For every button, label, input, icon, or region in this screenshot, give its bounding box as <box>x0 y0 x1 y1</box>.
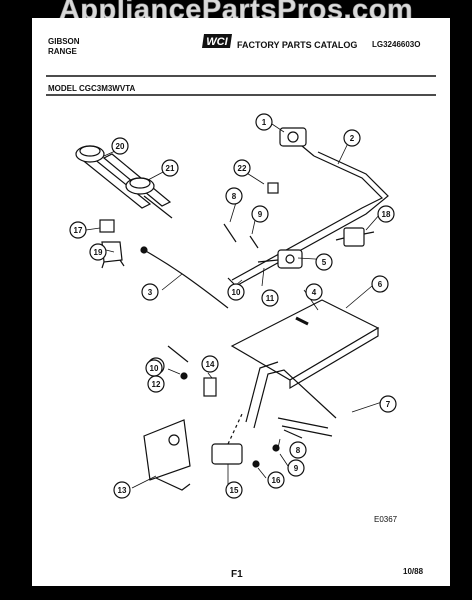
burner-assembly <box>75 145 173 219</box>
callout-circle <box>233 159 251 177</box>
callout-number-22: 22 <box>238 164 247 173</box>
catalog-title: FACTORY PARTS CATALOG <box>237 40 358 50</box>
catalog-number: LG3246603O <box>372 40 421 49</box>
callout-circle <box>287 459 305 477</box>
callout-circle <box>89 243 107 261</box>
callout-number-1: 1 <box>262 118 267 127</box>
svg-text:WCI: WCI <box>206 36 228 48</box>
callout-circle <box>371 275 389 293</box>
part-callouts: 1234567891011121314151617181920212289101… <box>69 113 397 499</box>
callout-circle <box>225 481 243 499</box>
drawing-code: E0367 <box>374 515 398 524</box>
callout-number-3: 3 <box>148 288 153 297</box>
product-type: RANGE <box>48 47 77 56</box>
callout-number-2: 2 <box>350 134 355 143</box>
burner-valve <box>257 249 303 269</box>
callout-circle <box>267 471 285 489</box>
thermostat-clip <box>203 377 217 397</box>
nut <box>180 372 188 380</box>
callout-number-9: 9 <box>258 210 263 219</box>
callout-circle <box>315 253 333 271</box>
callout-circle <box>111 137 129 155</box>
mounting-bracket <box>143 419 191 491</box>
callout-number-8: 8 <box>296 446 301 455</box>
parts-diagram-sheet: GIBSON RANGE WCI FACTORY PARTS CATALOG L… <box>32 18 450 586</box>
mounting-clip <box>267 182 279 194</box>
callout-circle <box>113 481 131 499</box>
callout-number-4: 4 <box>312 288 317 297</box>
callout-circle <box>343 129 361 147</box>
callout-circle <box>251 205 269 223</box>
callout-number-13: 13 <box>118 486 127 495</box>
callout-number-16: 16 <box>272 476 281 485</box>
burner-bracket <box>99 219 125 269</box>
callout-circle <box>289 441 307 459</box>
callout-circle <box>161 159 179 177</box>
callout-circle <box>379 395 397 413</box>
revision-date: 10/88 <box>403 567 424 576</box>
regulator-valve <box>279 127 315 157</box>
callout-number-19: 19 <box>94 248 103 257</box>
exploded-view-drawing: 1234567891011121314151617181920212289101… <box>46 75 436 499</box>
callout-number-10: 10 <box>150 364 159 373</box>
manifold-pipe <box>227 151 389 287</box>
nut <box>272 444 280 452</box>
callout-number-8: 8 <box>232 192 237 201</box>
safety-valve <box>211 413 243 465</box>
callout-number-7: 7 <box>386 400 391 409</box>
callout-number-21: 21 <box>166 164 175 173</box>
oven-pipe <box>245 361 337 437</box>
screw <box>223 223 237 243</box>
callout-circle <box>261 289 279 307</box>
callout-circle <box>377 205 395 223</box>
callout-number-12: 12 <box>152 380 161 389</box>
pin <box>167 345 189 363</box>
model-number: MODEL CGC3M3WVTA <box>48 84 136 93</box>
callout-circle <box>305 283 323 301</box>
nut <box>252 460 260 468</box>
callout-circle <box>201 355 219 373</box>
callout-number-10: 10 <box>232 288 241 297</box>
callout-circle <box>227 283 245 301</box>
callout-number-20: 20 <box>116 142 125 151</box>
callout-circle <box>225 187 243 205</box>
oven-valve <box>335 227 375 247</box>
brand-name: GIBSON <box>48 37 80 46</box>
gas-tube <box>143 249 229 309</box>
callout-number-5: 5 <box>322 258 327 267</box>
callout-number-6: 6 <box>378 280 383 289</box>
screw <box>283 429 303 439</box>
callout-circle <box>69 221 87 239</box>
callout-circle <box>141 283 159 301</box>
page-label: F1 <box>231 569 243 580</box>
callout-circle <box>255 113 273 131</box>
wci-logo: WCI <box>202 34 232 48</box>
callout-number-11: 11 <box>266 294 275 303</box>
screw <box>249 235 259 249</box>
callout-number-9: 9 <box>294 464 299 473</box>
callout-number-14: 14 <box>206 360 215 369</box>
callout-number-18: 18 <box>382 210 391 219</box>
oven-burner <box>230 299 380 390</box>
callout-circle <box>147 375 165 393</box>
callout-number-17: 17 <box>74 226 83 235</box>
callout-number-15: 15 <box>230 486 239 495</box>
tube-fitting <box>140 246 148 254</box>
